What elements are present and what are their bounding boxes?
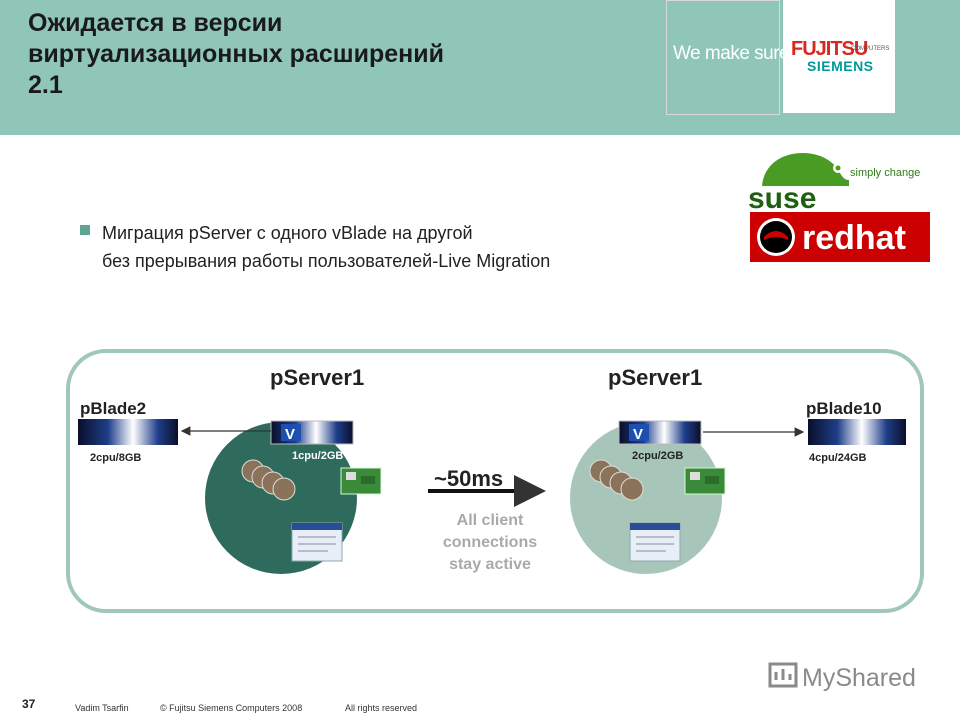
- left-server-title: pServer1: [270, 365, 364, 390]
- tagline-text: We make sure: [673, 43, 790, 64]
- migration-diagram-svg: pServer1 V 1cpu/2GB pBlade2 2cpu/: [78, 365, 906, 574]
- presentation-icon: [768, 662, 798, 688]
- footer-author: Vadim Tsarfin: [75, 703, 129, 713]
- title-line-1: Ожидается в версии: [28, 9, 283, 37]
- right-pblade-icon: [808, 419, 906, 445]
- left-pblade-icon: [78, 419, 178, 445]
- right-vblade-letter: V: [633, 426, 643, 443]
- left-vblade-icon: V: [270, 420, 354, 445]
- right-pblade-spec: 4cpu/24GB: [809, 452, 867, 464]
- title-line-3: 2.1: [28, 71, 63, 99]
- right-vblade-spec: 2cpu/2GB: [632, 450, 683, 462]
- right-disk-icon: [589, 459, 644, 501]
- right-pblade-label: pBlade10: [806, 399, 882, 418]
- suse-wordmark: suse: [748, 182, 816, 212]
- suse-logo: suse simply change: [748, 153, 920, 212]
- note-line-1: All client: [457, 512, 524, 529]
- fujitsu-siemens-logo: FUJITSU COMPUTERS SIEMENS: [783, 0, 895, 113]
- left-nic-icon: [340, 467, 382, 495]
- bullet-square: [80, 225, 90, 235]
- bullet-line-2: без прерывания работы пользователей-Live…: [102, 251, 551, 271]
- left-disk-icon: [241, 459, 296, 501]
- right-window-icon: [629, 522, 681, 562]
- left-window-icon: [291, 522, 343, 562]
- redhat-logo: redhat: [750, 212, 930, 262]
- right-server-title: pServer1: [608, 365, 702, 390]
- fujitsu-wordmark: FUJITSU: [791, 38, 868, 60]
- right-server-circle: [570, 422, 722, 574]
- footer-copyright: © Fujitsu Siemens Computers 2008: [160, 703, 303, 713]
- note-line-3: stay active: [449, 556, 531, 573]
- bullet-text: Миграция pServer с одного vBlade на друг…: [102, 219, 550, 275]
- myshared-text: MyShared: [802, 664, 916, 692]
- left-vblade-letter: V: [285, 426, 295, 443]
- footer-rights: All rights reserved: [345, 703, 418, 713]
- header-band: Ожидается в версии виртуализационных рас…: [0, 0, 960, 135]
- migration-time: ~50ms: [434, 466, 503, 491]
- page-title: Ожидается в версии виртуализационных рас…: [28, 8, 628, 101]
- computers-wordmark: COMPUTERS: [851, 46, 890, 52]
- title-line-2: виртуализационных расширений: [28, 40, 444, 68]
- right-nic-icon: [684, 467, 726, 495]
- siemens-wordmark: SIEMENS: [807, 58, 874, 74]
- tagline-panel: We make sure: [666, 0, 790, 115]
- note-line-2: connections: [443, 534, 537, 551]
- migration-diagram: pServer1 V 1cpu/2GB pBlade2 2cpu/: [66, 349, 924, 613]
- right-vblade-icon: V: [618, 420, 702, 445]
- redhat-wordmark: redhat: [802, 219, 906, 257]
- bullet-line-1: Миграция pServer с одного vBlade на друг…: [102, 223, 473, 243]
- left-vblade-spec: 1cpu/2GB: [292, 450, 343, 462]
- left-pblade-spec: 2cpu/8GB: [90, 452, 141, 464]
- left-pblade-label: pBlade2: [80, 399, 146, 418]
- page-number: 37: [22, 697, 36, 711]
- suse-tagline: simply change: [850, 167, 920, 179]
- myshared-watermark: MyShared: [768, 662, 916, 692]
